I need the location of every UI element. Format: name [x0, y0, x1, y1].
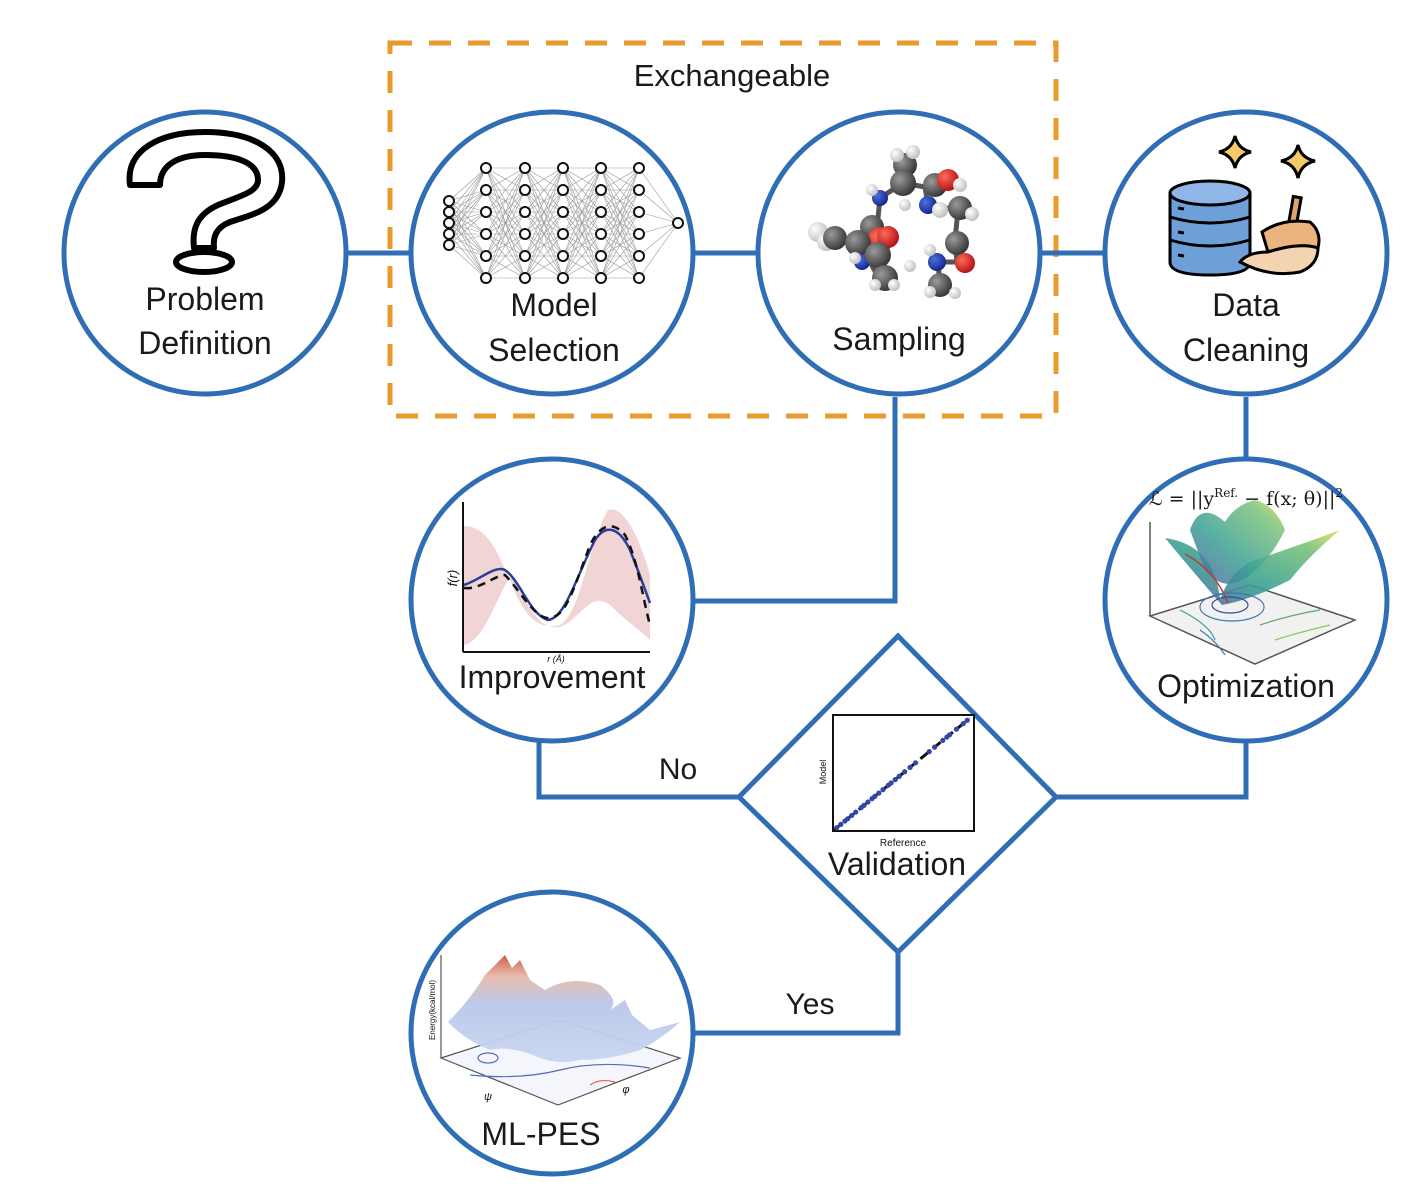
node-label: Optimization	[1157, 668, 1335, 704]
decision-diamond	[735, 632, 1060, 956]
node-model-selection[interactable]: Model Selection	[408, 109, 696, 397]
svg-text:ψ: ψ	[484, 1091, 492, 1103]
energy-surface-icon: Energy(kcal/mol) ψ φ	[428, 955, 682, 1106]
edge-improvement-sampling	[693, 397, 898, 604]
node-label-line2: Cleaning	[1183, 332, 1309, 368]
yes-label: Yes	[786, 988, 835, 1021]
node-label-line1: Data	[1212, 287, 1280, 323]
node-label-line2: Selection	[488, 332, 620, 368]
svg-text:Reference: Reference	[880, 838, 927, 849]
connectors	[346, 250, 1249, 1036]
node-label-line1: Model	[510, 287, 597, 323]
exchangeable-box	[387, 40, 1059, 419]
svg-text:r (Å): r (Å)	[547, 654, 565, 664]
molecule-icon	[808, 145, 979, 299]
exchangeable-group: Exchangeable	[387, 40, 1059, 419]
node-problem-definition[interactable]: Problem Definition	[61, 109, 349, 397]
node-circle	[408, 456, 696, 744]
parity-plot-icon: Model Reference	[818, 714, 975, 849]
node-label: Sampling	[832, 321, 965, 357]
edge-optimization-validation	[1056, 740, 1249, 800]
question-mark-icon	[126, 129, 286, 275]
neural-network-icon	[443, 162, 684, 284]
node-sampling[interactable]: Sampling	[755, 109, 1043, 397]
svg-text:Energy(kcal/mol): Energy(kcal/mol)	[428, 980, 437, 1040]
svg-text:Model: Model	[818, 760, 828, 785]
node-optimization[interactable]: ℒ = ||yRef. − f(x; θ)||2 Optimization	[1102, 456, 1390, 744]
edge-validation-improvement-no	[536, 740, 739, 800]
node-circle	[755, 109, 1043, 397]
exchangeable-label: Exchangeable	[634, 58, 831, 93]
no-label: No	[659, 753, 697, 786]
node-label: Improvement	[459, 659, 646, 695]
gp-regression-plot-icon: f(r) r (Å)	[445, 502, 652, 664]
node-label: ML-PES	[481, 1116, 600, 1152]
svg-text:f(r): f(r)	[445, 570, 460, 587]
node-label-line1: Problem	[145, 281, 264, 317]
node-label: Validation	[828, 846, 966, 882]
edge-validation-mlpes-yes	[693, 952, 901, 1036]
node-validation[interactable]: Model Reference Validation	[735, 632, 1060, 956]
node-improvement[interactable]: f(r) r (Å) Improvement	[408, 456, 696, 744]
svg-text:φ: φ	[622, 1084, 629, 1096]
database-broom-icon	[1168, 135, 1321, 277]
node-data-cleaning[interactable]: Data Cleaning	[1102, 109, 1390, 397]
loss-surface-icon	[1147, 500, 1358, 665]
node-label-line2: Definition	[138, 325, 271, 361]
node-ml-pes[interactable]: Energy(kcal/mol) ψ φ ML-PES	[408, 889, 696, 1177]
